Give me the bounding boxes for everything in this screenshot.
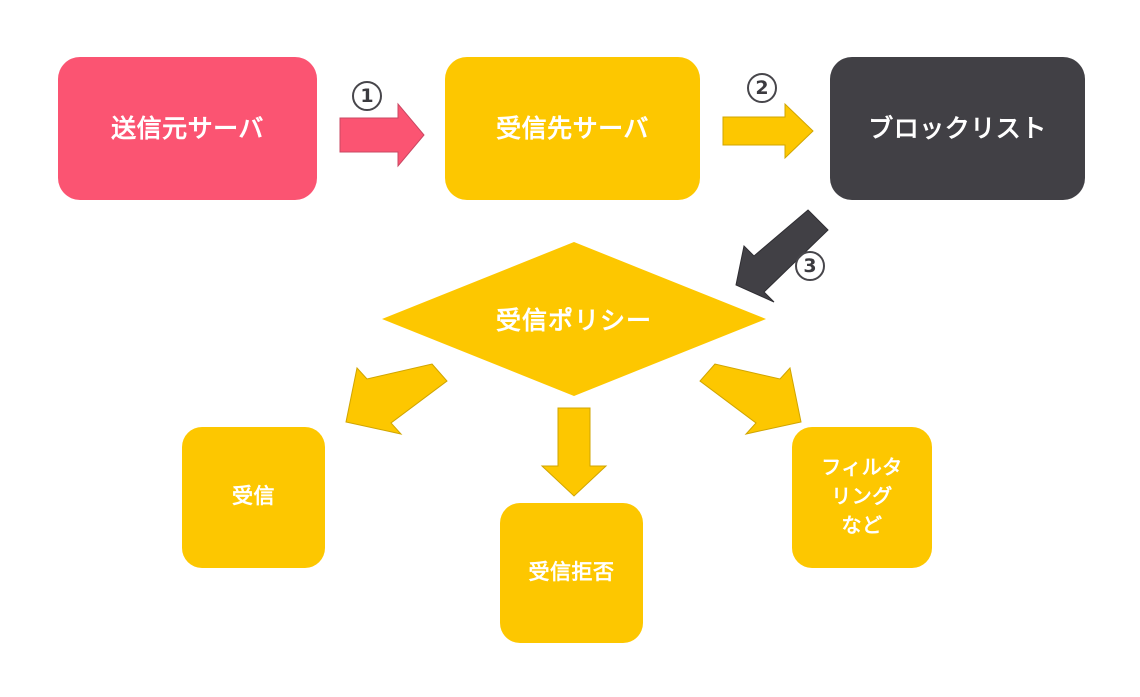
arrow-step-1 <box>339 102 425 168</box>
step-badge-2: 2 <box>747 73 777 103</box>
step-badge-1: 1 <box>352 81 382 111</box>
node-receive-policy[interactable]: 受信ポリシー <box>382 242 766 396</box>
node-receiver-server[interactable]: 受信先サーバ <box>445 57 700 200</box>
node-accept[interactable]: 受信 <box>182 427 325 568</box>
node-filtering[interactable]: フィルタ リング など <box>792 427 932 568</box>
arrow-branch-reject <box>540 407 608 497</box>
step-badge-3: 3 <box>795 251 825 281</box>
node-source-server[interactable]: 送信元サーバ <box>58 57 317 200</box>
node-reject[interactable]: 受信拒否 <box>500 503 643 643</box>
arrow-step-2 <box>722 102 814 160</box>
node-receive-policy-label: 受信ポリシー <box>495 307 652 335</box>
node-block-list[interactable]: ブロックリスト <box>830 57 1085 200</box>
